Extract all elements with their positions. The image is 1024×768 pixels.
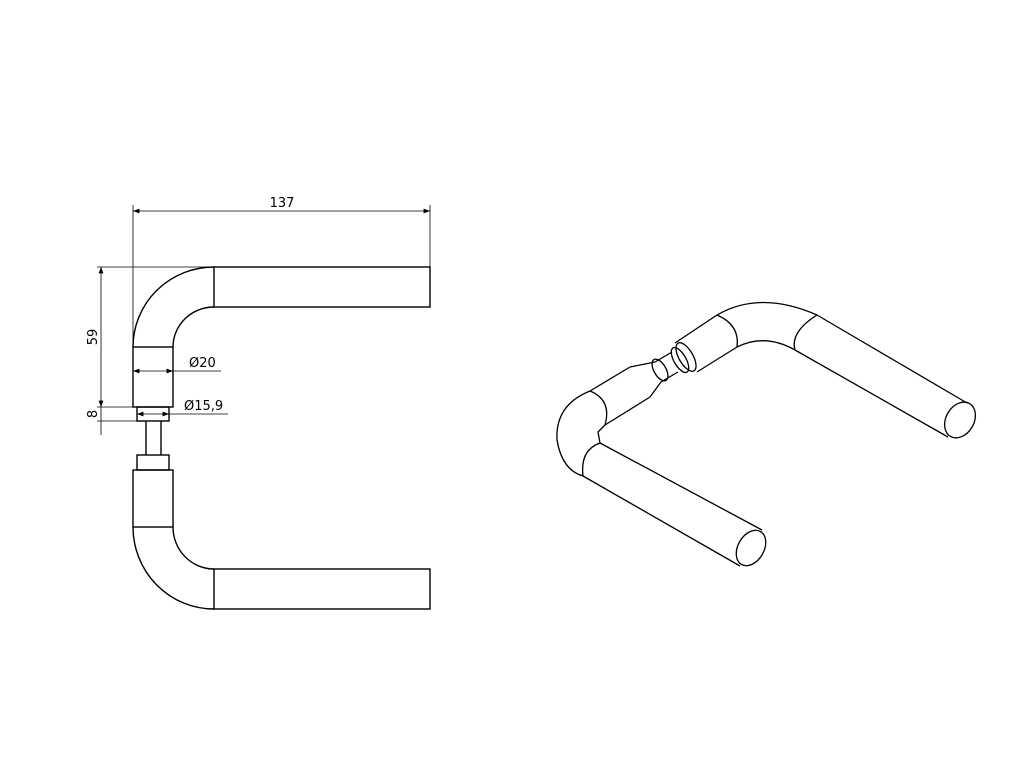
isometric-view [556, 301, 977, 567]
lower-lever [132, 454, 431, 610]
dimension-collar-length: 8 [86, 410, 101, 418]
dimension-height: 59 [86, 329, 101, 346]
dimension-overall-length: 137 [270, 196, 295, 211]
dimension-collar-diameter: Ø15,9 [184, 399, 223, 414]
dimensions [97, 205, 431, 435]
dimension-rose-diameter: Ø20 [189, 356, 216, 371]
upper-lever [132, 266, 431, 422]
front-view [132, 266, 431, 610]
spindle [145, 421, 162, 455]
